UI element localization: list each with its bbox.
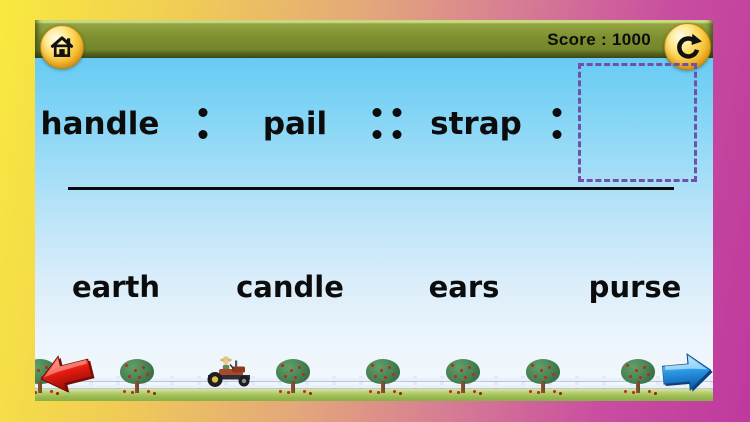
pair-word-3: strap — [430, 106, 522, 142]
separator-dots-2 — [372, 108, 402, 139]
refresh-icon — [672, 31, 704, 63]
previous-button[interactable] — [35, 342, 101, 401]
right-arrow-icon — [661, 353, 713, 401]
apple-tree — [445, 359, 481, 393]
home-button[interactable] — [40, 25, 84, 69]
game-stage: Score : 1000 handle pail strap — [35, 20, 713, 401]
tractor — [203, 354, 257, 393]
puzzle-underline — [68, 187, 674, 190]
separator-dots-1 — [198, 108, 208, 139]
answer-choice-3[interactable]: ears — [428, 270, 500, 304]
separator-dots-3 — [552, 108, 562, 139]
answer-choice-4[interactable]: purse — [588, 270, 682, 304]
apple-tree — [275, 359, 311, 393]
apple-tree — [365, 359, 401, 393]
apple-tree — [119, 359, 155, 393]
pair-word-1: handle — [40, 106, 160, 142]
home-icon — [48, 33, 76, 61]
next-button[interactable] — [661, 348, 713, 401]
answer-choice-1[interactable]: earth — [71, 270, 161, 304]
answer-choice-2[interactable]: candle — [236, 270, 344, 304]
top-bar — [35, 20, 713, 58]
left-arrow-icon — [40, 355, 100, 401]
pair-word-2: pail — [262, 106, 328, 142]
score-label: Score : 1000 — [547, 30, 651, 49]
refresh-button[interactable] — [664, 23, 711, 70]
answer-drop-slot[interactable] — [578, 63, 697, 182]
apple-tree — [620, 359, 656, 393]
apple-tree — [525, 359, 561, 393]
